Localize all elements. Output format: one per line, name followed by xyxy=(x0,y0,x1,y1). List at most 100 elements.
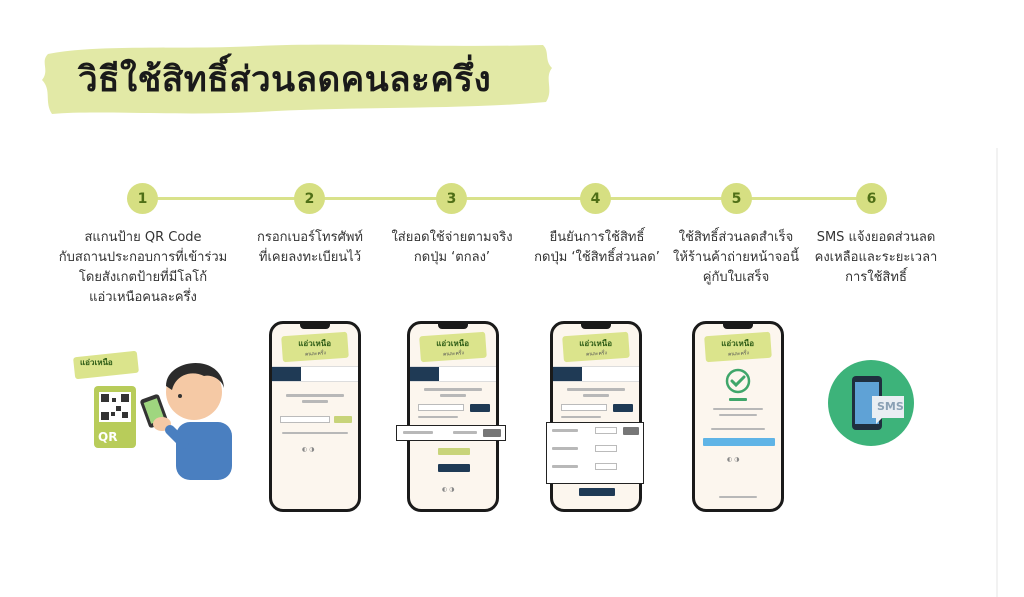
otp-button xyxy=(334,416,352,423)
text-line xyxy=(552,465,578,468)
step-6-line-3: การใช้สิทธิ์ xyxy=(845,270,907,285)
step-6-badge: 6 xyxy=(856,183,887,214)
text-line xyxy=(302,400,328,403)
step-3-badge: 3 xyxy=(436,183,467,214)
app-logo: แอ่วเหนือคนละครึ่ง xyxy=(562,331,630,363)
text-line xyxy=(552,447,578,450)
text-line xyxy=(282,432,348,434)
app-tab-active xyxy=(410,367,439,381)
app-logo-text: แอ่วเหนือ xyxy=(436,339,470,349)
timeline-connector xyxy=(142,197,874,200)
edit-button xyxy=(623,427,639,435)
step-2-line-1: กรอกเบอร์โทรศัพท์ xyxy=(257,230,363,245)
step-1-line-4: แอ่วเหนือคนละครึ่ง xyxy=(89,290,197,305)
text-line xyxy=(403,431,433,434)
step-1-badge: 1 xyxy=(127,183,158,214)
phone-notch xyxy=(438,324,468,329)
title-banner: วิธีใช้สิทธิ์ส่วนลดคนละครึ่ง xyxy=(38,40,558,118)
app-tab xyxy=(329,367,358,381)
text-line xyxy=(719,496,757,498)
sms-notification-icon: SMS xyxy=(828,360,914,446)
back-button xyxy=(438,464,470,472)
step-6-description: SMS แจ้งยอดส่วนลด คงเหลือและระยะเวลา การ… xyxy=(806,228,946,288)
done-button xyxy=(703,438,775,446)
step-3-description: ใส่ยอดใช้จ่ายตามจริง กดปุ่ม ‘ตกลง’ xyxy=(382,228,522,268)
edit-button xyxy=(613,404,633,412)
brush-stroke-background xyxy=(42,44,552,114)
net-amount-field xyxy=(595,463,617,470)
amount-field xyxy=(595,427,617,434)
app-tab xyxy=(439,367,468,381)
phone-screen-step-3: แอ่วเหนือคนละครึ่ง ◐ ◑ xyxy=(407,321,499,512)
step-3-line-1: ใส่ยอดใช้จ่ายตามจริง xyxy=(391,230,513,245)
app-logo: แอ่วเหนือคนละครึ่ง xyxy=(704,331,772,363)
qr-label: QR xyxy=(98,430,118,444)
app-tabs xyxy=(553,366,639,382)
partner-logos-icon: ◐ ◑ xyxy=(442,486,455,493)
phone-notch xyxy=(723,324,753,329)
success-check-icon xyxy=(725,368,751,394)
phone-notch xyxy=(300,324,330,329)
step-1-line-2: กับสถานประกอบการที่เข้าร่วม xyxy=(58,250,228,265)
partner-logos-icon: ◐ ◑ xyxy=(727,456,740,463)
text-line xyxy=(453,431,477,434)
step-6-line-2: คงเหลือและระยะเวลา xyxy=(814,250,938,265)
step-1-line-3: โดยสังเกตป้ายที่มีโลโก้ xyxy=(78,270,208,285)
app-tab xyxy=(610,367,639,381)
text-line xyxy=(440,394,466,397)
confirm-summary-overlay xyxy=(546,422,644,484)
illus-logo-text: แอ่วเหนือ xyxy=(80,358,113,367)
step-4-description: ยืนยันการใช้สิทธิ์ กดปุ่ม ‘ใช้สิทธิ์ส่วน… xyxy=(522,228,672,268)
text-line xyxy=(711,428,765,430)
phone-screen-step-5: แอ่วเหนือคนละครึ่ง ◐ ◑ xyxy=(692,321,784,512)
app-logo: แอ่วเหนือคนละครึ่ง xyxy=(281,331,349,363)
step-4-badge: 4 xyxy=(580,183,611,214)
amount-input-overlay xyxy=(396,425,506,441)
text-line xyxy=(424,388,482,391)
person-icon xyxy=(140,362,232,480)
text-line xyxy=(567,388,625,391)
step-4-line-1: ยืนยันการใช้สิทธิ์ xyxy=(549,230,645,245)
phone-input xyxy=(418,404,464,411)
app-tab-active xyxy=(272,367,301,381)
discount-field xyxy=(595,445,617,452)
phone-screen-step-2: แอ่วเหนือคนละครึ่ง ◐ ◑ xyxy=(269,321,361,512)
text-line xyxy=(418,416,458,418)
step-1-description: สแกนป้าย QR Code กับสถานประกอบการที่เข้า… xyxy=(58,228,228,308)
partner-logos-icon: ◐ ◑ xyxy=(302,446,315,453)
text-line xyxy=(583,394,609,397)
app-tabs xyxy=(272,366,358,382)
step-3-line-2: กดปุ่ม ‘ตกลง’ xyxy=(413,250,491,265)
step-5-line-1: ใช้สิทธิ์ส่วนลดสำเร็จ xyxy=(678,230,794,245)
step-4-line-2: กดปุ่ม ‘ใช้สิทธิ์ส่วนลด’ xyxy=(534,250,660,265)
step-1-line-1: สแกนป้าย QR Code xyxy=(84,230,202,245)
text-line xyxy=(552,429,578,432)
text-line xyxy=(561,416,601,418)
qr-standee-icon xyxy=(94,386,136,448)
right-divider xyxy=(996,148,998,597)
sms-label: SMS xyxy=(877,400,904,413)
edit-button xyxy=(470,404,490,412)
step-2-badge: 2 xyxy=(294,183,325,214)
confirm-button xyxy=(438,448,470,455)
step-5-badge: 5 xyxy=(721,183,752,214)
step-5-line-2: ให้ร้านค้าถ่ายหน้าจอนี้ xyxy=(673,250,799,265)
text-line xyxy=(286,394,344,397)
phone-number-input xyxy=(280,416,330,423)
app-tab xyxy=(467,367,496,381)
app-tabs xyxy=(410,366,496,382)
app-logo-text: แอ่วเหนือ xyxy=(579,339,613,349)
app-logo-text: แอ่วเหนือ xyxy=(721,339,755,349)
step-2-line-2: ที่เคยลงทะเบียนไว้ xyxy=(258,250,362,265)
phone-notch xyxy=(581,324,611,329)
phone-input xyxy=(561,404,607,411)
text-line xyxy=(729,398,747,401)
page-title: วิธีใช้สิทธิ์ส่วนลดคนละครึ่ง xyxy=(78,60,492,100)
ok-button xyxy=(483,429,501,437)
app-logo: แอ่วเหนือคนละครึ่ง xyxy=(419,331,487,363)
text-line xyxy=(713,408,763,410)
step-5-description: ใช้สิทธิ์ส่วนลดสำเร็จ ให้ร้านค้าถ่ายหน้า… xyxy=(666,228,806,288)
app-logo-text: แอ่วเหนือ xyxy=(298,339,332,349)
app-tab-active xyxy=(553,367,582,381)
app-tab xyxy=(301,367,330,381)
